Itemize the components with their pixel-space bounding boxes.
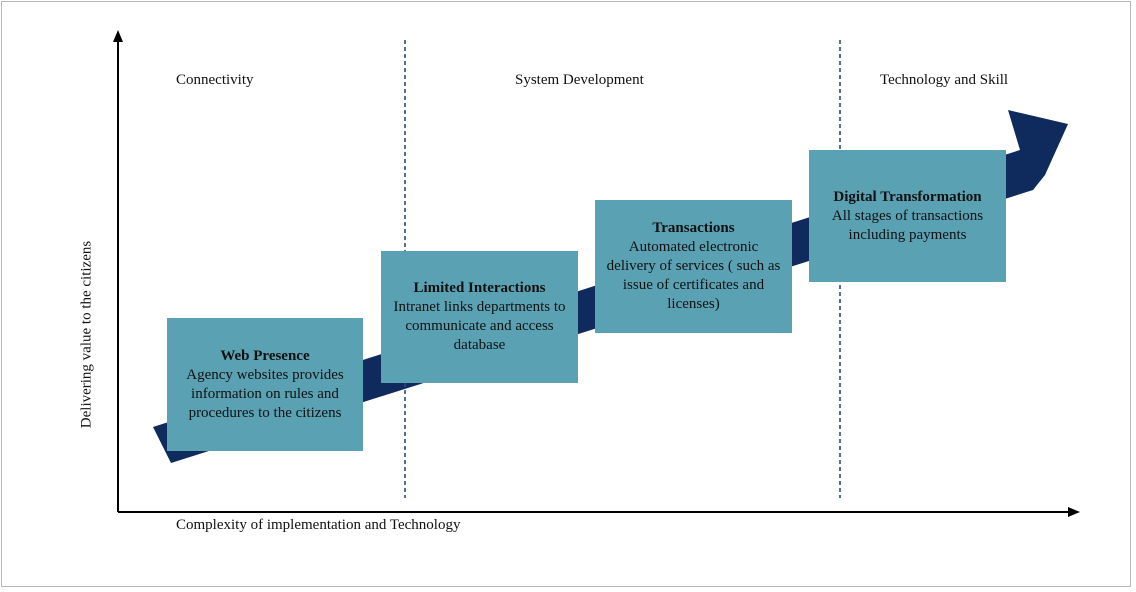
stage-title: Digital Transformation: [833, 189, 982, 205]
x-axis-arrowhead: [1068, 507, 1080, 517]
y-axis-label: Delivering value to the citizens: [78, 240, 95, 429]
stage-title: Web Presence: [220, 347, 310, 364]
y-axis-arrowhead: [113, 30, 123, 42]
stage-transactions: Transactions Automated electronic delive…: [595, 200, 792, 333]
stage-description: Automated electronic delivery of service…: [606, 239, 781, 312]
stage-description: Agency websites provides information on …: [186, 366, 344, 421]
stage-digital-transformation: Digital Transformation All stages of tra…: [809, 150, 1006, 282]
stage-description: All stages of transactions including pay…: [831, 208, 984, 243]
stage-limited-interactions: Limited Interactions Intranet links depa…: [381, 251, 578, 383]
phase-label-system-development: System Development: [515, 72, 644, 88]
stage-title: Limited Interactions: [413, 280, 546, 296]
x-axis-label: Complexity of implementation and Technol…: [176, 517, 461, 533]
phase-label-connectivity: Connectivity: [176, 72, 254, 88]
phase-label-technology-skill: Technology and Skill: [880, 72, 1009, 88]
stage-web-presence: Web Presence Agency websites provides in…: [167, 318, 363, 451]
stage-description: Intranet links departments to communicat…: [393, 299, 566, 353]
stage-title: Transactions: [652, 220, 735, 236]
